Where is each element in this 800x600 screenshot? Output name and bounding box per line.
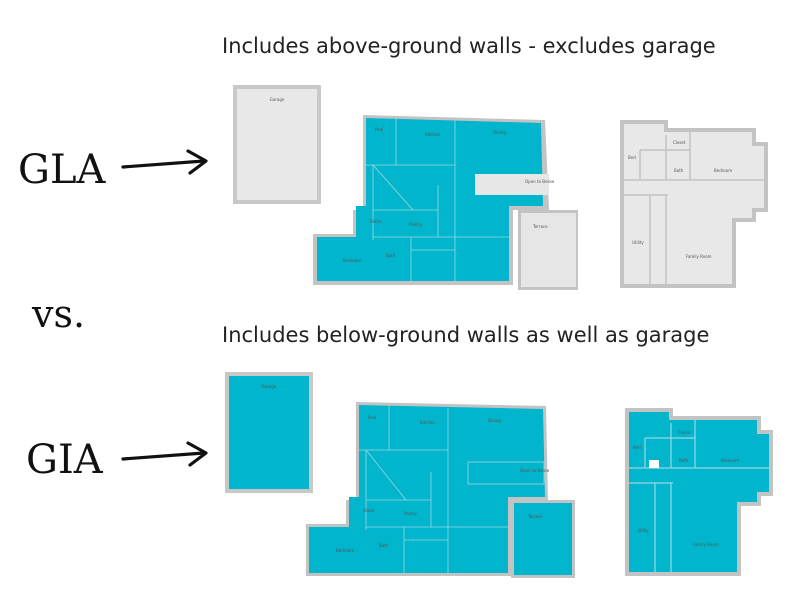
top-room-stairs: Stairs <box>370 219 381 224</box>
top-caption: Includes above-ground walls - excludes g… <box>222 34 716 58</box>
bottom-upper-bath: Bath <box>679 458 689 463</box>
bottom-main-floor-plan: Pool Kitchen Dining Open to Below Stairs… <box>306 400 576 582</box>
bottom-upper-bedroom: Bedroom <box>721 458 739 463</box>
vs-separator: vs. <box>32 292 86 336</box>
bottom-upper-family-room: Family Room <box>693 542 719 547</box>
bottom-upper-area <box>629 412 769 572</box>
top-garage-plan: Garage <box>233 85 321 204</box>
bottom-garage-area <box>229 376 309 489</box>
top-terrace-area <box>521 213 576 287</box>
top-upper-bed: Bed <box>628 155 636 160</box>
bottom-room-bedroom: Bedroom <box>336 548 354 553</box>
gia-arrow-icon <box>121 441 208 467</box>
top-upper-bath: Bath <box>674 168 684 173</box>
top-room-kitchen: Kitchen <box>425 132 440 137</box>
bottom-open-to-below <box>467 461 545 485</box>
bottom-room-stairs: Stairs <box>363 508 374 513</box>
gla-arrow-icon <box>121 149 208 175</box>
bottom-room-pool: Pool <box>368 415 376 420</box>
top-main-area <box>317 118 543 281</box>
gla-label: GLA <box>18 147 106 193</box>
bottom-main-area <box>309 405 545 573</box>
top-upper-utility: Utility <box>632 240 644 245</box>
top-upper-closet: Closet <box>673 140 686 145</box>
bottom-upper-bed: Bed <box>633 445 641 450</box>
top-room-pool: Pool <box>375 127 383 132</box>
top-room-dining: Dining <box>493 130 506 135</box>
bottom-room-terrace: Terrace <box>527 514 543 519</box>
top-room-open-to-below: Open to Below <box>525 179 555 184</box>
top-garage-label: Garage <box>270 97 285 102</box>
top-upper-area <box>624 124 764 284</box>
top-garage-area <box>237 89 317 200</box>
bottom-room-dining: Dining <box>488 418 501 423</box>
top-room-bath: Bath <box>386 253 396 258</box>
bottom-room-bath: Bath <box>379 543 389 548</box>
bottom-terrace-area <box>514 503 572 575</box>
top-upper-family-room: Family Room <box>686 254 712 259</box>
bottom-room-open-to-below: Open to Below <box>520 468 550 473</box>
bottom-upper-closet: Closet <box>678 430 691 435</box>
top-upper-bedroom: Bedroom <box>714 168 732 173</box>
bottom-garage-label: Garage <box>262 384 277 389</box>
top-room-pantry: Pantry <box>409 222 422 227</box>
bottom-caption: Includes below-ground walls as well as g… <box>222 323 710 347</box>
bottom-room-pantry: Pantry <box>404 511 417 516</box>
top-upper-floor-plan: Closet Bed Bath Bedroom Utility Family R… <box>620 120 770 290</box>
top-main-floor-plan: Pool Kitchen Dining Open to Below Stairs… <box>313 110 583 292</box>
bottom-upper-floor-plan: Closet Bed Bath Bedroom Utility Family R… <box>625 408 775 578</box>
bottom-upper-utility: Utility <box>637 528 649 533</box>
top-room-terrace: Terrace <box>532 224 548 229</box>
gia-label: GIA <box>26 437 103 483</box>
top-open-to-below <box>475 174 549 195</box>
bottom-garage-plan: Garage <box>225 372 313 493</box>
top-room-bedroom: Bedroom <box>343 258 361 263</box>
bottom-room-kitchen: Kitchen <box>420 420 435 425</box>
